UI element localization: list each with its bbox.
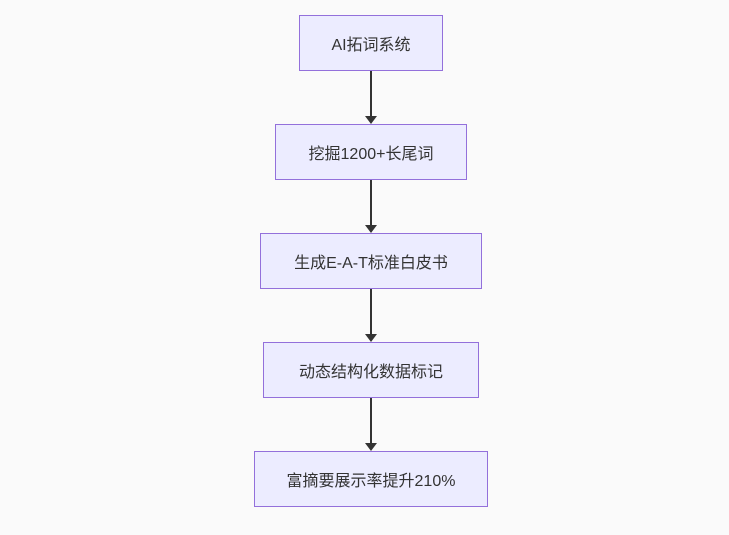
flow-arrow [365,398,377,451]
flow-node-ai-keyword-system: AI拓词系统 [299,15,443,71]
node-label: 富摘要展示率提升210% [286,473,456,490]
node-label: 动态结构化数据标记 [298,364,443,381]
flow-node-rich-snippet-rate: 富摘要展示率提升210% [254,451,488,507]
arrow-down-icon [365,443,377,451]
flow-arrow [365,289,377,342]
node-label: 挖掘1200+长尾词 [308,146,434,163]
arrow-line [370,289,372,334]
flow-node-structured-data-markup: 动态结构化数据标记 [263,342,479,398]
arrow-line [370,398,372,443]
flow-arrow [365,180,377,233]
arrow-down-icon [365,116,377,124]
flow-node-longtail-keywords: 挖掘1200+长尾词 [275,124,467,180]
node-label: 生成E-A-T标准白皮书 [294,255,448,272]
arrow-down-icon [365,334,377,342]
flowchart: AI拓词系统 挖掘1200+长尾词 生成E-A-T标准白皮书 动态结构化数据标记 [254,15,488,507]
arrow-line [370,71,372,116]
node-label: AI拓词系统 [331,37,411,54]
flow-arrow [365,71,377,124]
flow-node-eat-whitepaper: 生成E-A-T标准白皮书 [260,233,482,289]
arrow-line [370,180,372,225]
arrow-down-icon [365,225,377,233]
